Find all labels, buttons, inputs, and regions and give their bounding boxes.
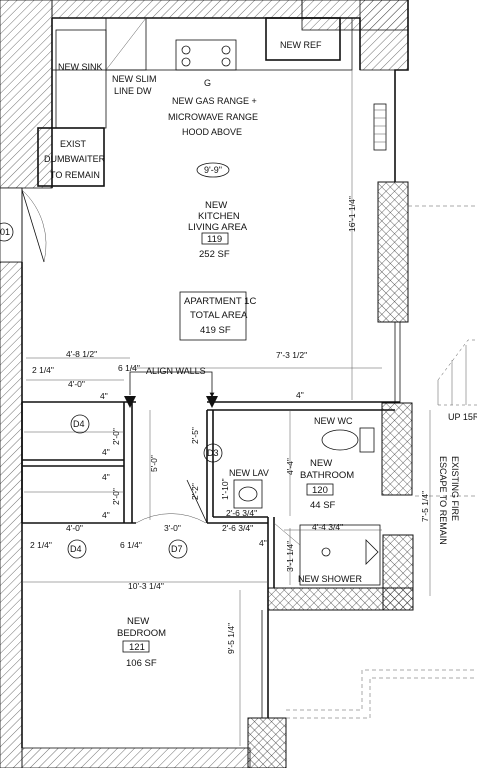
dim-4-0-top: 4'-0" xyxy=(68,379,85,389)
labels: NEW SINK NEW SLIM LINE DW NEW REF G NEW … xyxy=(0,40,477,669)
new-slim-dw-label-2: LINE DW xyxy=(114,86,152,96)
dim-6-quarter-top: 6 1/4" xyxy=(118,363,140,373)
left-stair-masonry xyxy=(0,187,23,263)
door-tag-d4-bottom-label: D4 xyxy=(70,544,82,554)
bedroom-number-box xyxy=(122,640,150,653)
dimension-lines xyxy=(22,20,431,746)
bath-label-1: NEW xyxy=(310,458,332,469)
existing-walls xyxy=(0,0,409,768)
new-sink-label: NEW SINK xyxy=(58,62,103,72)
door-tag-d4-top-label: D4 xyxy=(73,419,85,429)
kitchen-number-box xyxy=(201,232,229,245)
right-masonry-top xyxy=(359,0,409,71)
dimension-texts: 16'-1 1/4" 4'-8 1/2" 2 1/4" 6 1/4" 7'-3 … xyxy=(30,196,430,654)
dim-4-f: 4" xyxy=(259,538,267,548)
kitchen-label-1: NEW xyxy=(205,200,227,211)
dim-7-3: 7'-3 1/2" xyxy=(276,350,307,360)
apartment-area-box xyxy=(179,291,247,341)
bath-number: 120 xyxy=(312,485,328,496)
door-tag-d4-top xyxy=(70,414,90,434)
fire-escape-label-1: EXISTING FIRE xyxy=(450,456,460,521)
cross-hatched-piers xyxy=(247,181,414,768)
up-stair-label: UP 15R xyxy=(448,412,477,422)
range-label-1: NEW GAS RANGE + xyxy=(172,96,257,106)
dim-4-8: 4'-8 1/2" xyxy=(66,349,97,359)
bedroom-label-1: NEW xyxy=(127,616,149,627)
door-tag-left xyxy=(0,222,14,242)
bath-area: 44 SF xyxy=(310,500,336,511)
range-label-3: HOOD ABOVE xyxy=(182,127,242,137)
dim-4-e: 4" xyxy=(296,390,304,400)
pier-upper-right xyxy=(377,181,409,323)
dim-2-2: 2'-2" xyxy=(190,483,200,500)
apartment-label-2: TOTAL AREA xyxy=(190,310,248,321)
new-lav-label: NEW LAV xyxy=(229,468,269,478)
dim-2-quarter-top: 2 1/4" xyxy=(32,365,54,375)
dim-1-10: 1'-10" xyxy=(220,478,230,500)
dim-3-1: 3'-1 1/4" xyxy=(285,541,295,572)
new-slim-dw-label-1: NEW SLIM xyxy=(112,74,157,84)
gas-range-tag: G xyxy=(204,78,211,88)
new-ref-label: NEW REF xyxy=(280,40,322,50)
dim-2-5: 2'-5" xyxy=(190,427,200,444)
dim-4-c: 4" xyxy=(102,472,110,482)
door-tag-d7 xyxy=(168,539,188,559)
dumbwaiter-label-2: DUMBWAITER xyxy=(44,154,106,164)
dim-3-0: 3'-0" xyxy=(164,523,181,533)
ceiling-height-tag xyxy=(196,162,230,178)
bottom-masonry xyxy=(21,747,251,768)
dim-10-3: 10'-3 1/4" xyxy=(128,581,164,591)
walls xyxy=(21,0,477,748)
dim-4-d: 4" xyxy=(102,510,110,520)
dim-2-6-b: 2'-6 3/4" xyxy=(222,523,253,533)
pier-bottom xyxy=(247,717,287,768)
fire-escape-label-2: ESCAPE TO REMAIN xyxy=(438,456,448,545)
door-tag-d7-label: D7 xyxy=(171,544,183,554)
kitchen-label-3: LIVING AREA xyxy=(188,222,248,233)
dim-2-0-b: 2'-0" xyxy=(111,488,121,505)
dim-16-1: 16'-1 1/4" xyxy=(347,196,357,232)
range-label-2: MICROWAVE RANGE xyxy=(168,112,258,122)
dim-9-5: 9'-5 1/4" xyxy=(226,623,236,654)
new-shower-label: NEW SHOWER xyxy=(298,574,362,584)
door-tag-left-label: 01 xyxy=(0,227,10,237)
shower-curb-bottom xyxy=(267,587,414,611)
new-wc-label: NEW WC xyxy=(314,416,353,426)
door-tag-d4-bottom xyxy=(67,539,87,559)
kitchen-area: 252 SF xyxy=(199,249,230,260)
ceiling-height-label: 9'-9" xyxy=(204,165,222,175)
dim-4-4-3q: 4'-4 3/4" xyxy=(312,522,343,532)
door-tag-d3 xyxy=(203,443,223,463)
door-tag-d3-label: D3 xyxy=(207,448,219,458)
kitchen-number: 119 xyxy=(207,234,222,245)
dim-6-quarter-bottom: 6 1/4" xyxy=(120,540,142,550)
dim-4-b: 4" xyxy=(102,447,110,457)
align-walls-label: ALIGN WALLS xyxy=(146,366,206,376)
pier-bath-right xyxy=(381,402,413,496)
dim-5-0: 5'-0" xyxy=(149,455,159,472)
dim-4-4: 4'-4" xyxy=(285,458,295,475)
bedroom-area: 106 SF xyxy=(126,658,157,669)
dim-2-quarter-bottom: 2 1/4" xyxy=(30,540,52,550)
top-masonry xyxy=(51,0,303,19)
dim-2-0-a: 2'-0" xyxy=(111,428,121,445)
room-tags xyxy=(0,162,334,653)
bath-label-2: BATHROOM xyxy=(300,470,354,481)
apartment-label-1: APARTMENT 1C xyxy=(184,296,256,307)
dim-2-6-a: 2'-6 3/4" xyxy=(226,508,257,518)
dim-4-0-bottom: 4'-0" xyxy=(66,523,83,533)
bedroom-label-2: BEDROOM xyxy=(117,628,166,639)
bedroom-number: 121 xyxy=(129,642,145,653)
left-masonry xyxy=(0,261,23,768)
dim-7-5: 7'-5 1/4" xyxy=(420,491,430,522)
bath-number-box xyxy=(306,483,334,496)
top-left-masonry xyxy=(0,0,53,189)
kitchen-label-2: KITCHEN xyxy=(198,211,240,222)
apartment-label-3: 419 SF xyxy=(200,325,231,336)
align-walls-marker xyxy=(124,371,218,408)
dim-4-a: 4" xyxy=(100,391,108,401)
dumbwaiter-label-3: TO REMAIN xyxy=(50,170,100,180)
dumbwaiter-label-1: EXIST xyxy=(60,139,87,149)
